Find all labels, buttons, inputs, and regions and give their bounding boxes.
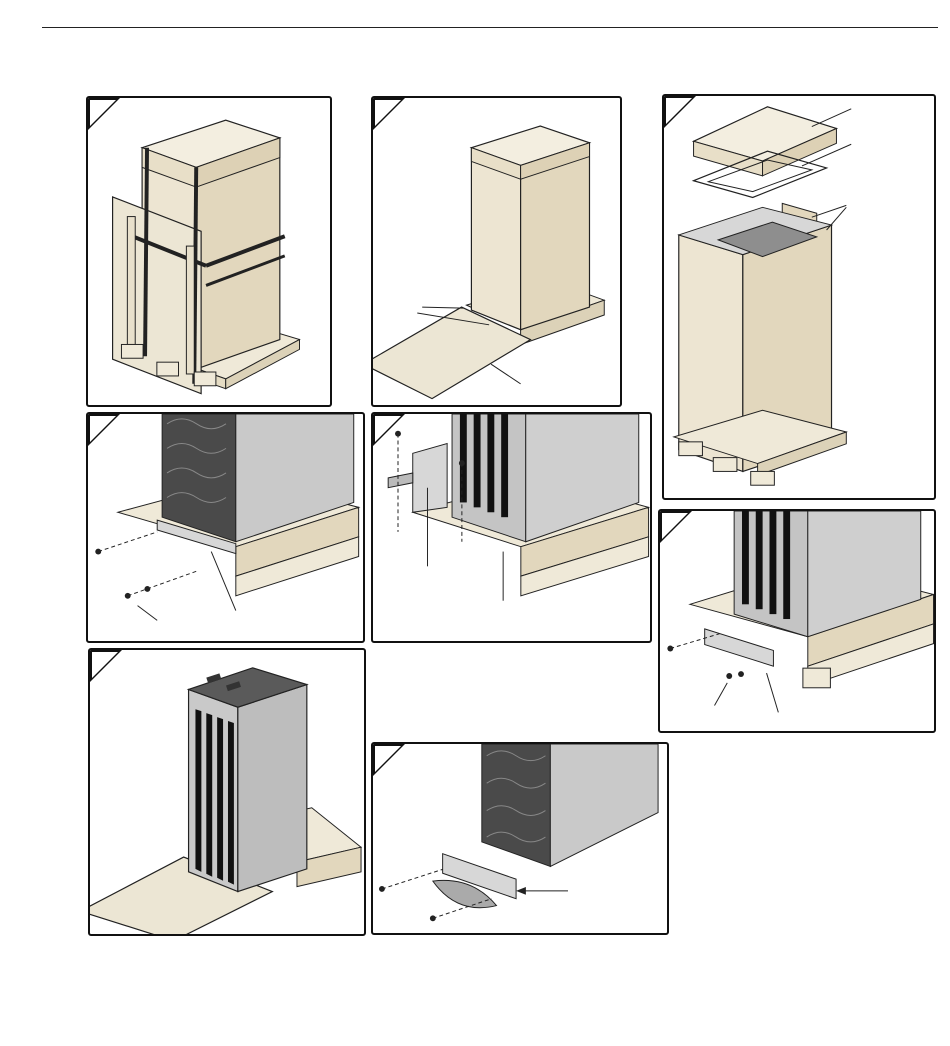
rear-bracket-removal-illustration [373, 414, 650, 641]
illustration-panel-4 [86, 412, 365, 643]
front-plate-install-illustration [373, 744, 667, 933]
illustration-panel-2 [371, 96, 622, 407]
side-bracket-removal-illustration [660, 511, 934, 731]
illustration-panel-1 [86, 96, 332, 407]
illustration-panel-8 [371, 742, 669, 935]
header-rule [42, 27, 938, 28]
ramp-placement-illustration [373, 98, 620, 405]
roll-cabinet-illustration [90, 650, 364, 934]
front-bracket-removal-illustration [88, 414, 363, 641]
illustration-panel-7 [88, 648, 366, 936]
illustration-panel-5 [371, 412, 652, 643]
illustration-panel-6 [658, 509, 936, 733]
unpacking-carton-illustration [664, 96, 934, 498]
illustration-panel-3 [662, 94, 936, 500]
strapped-carton-illustration [88, 98, 330, 405]
